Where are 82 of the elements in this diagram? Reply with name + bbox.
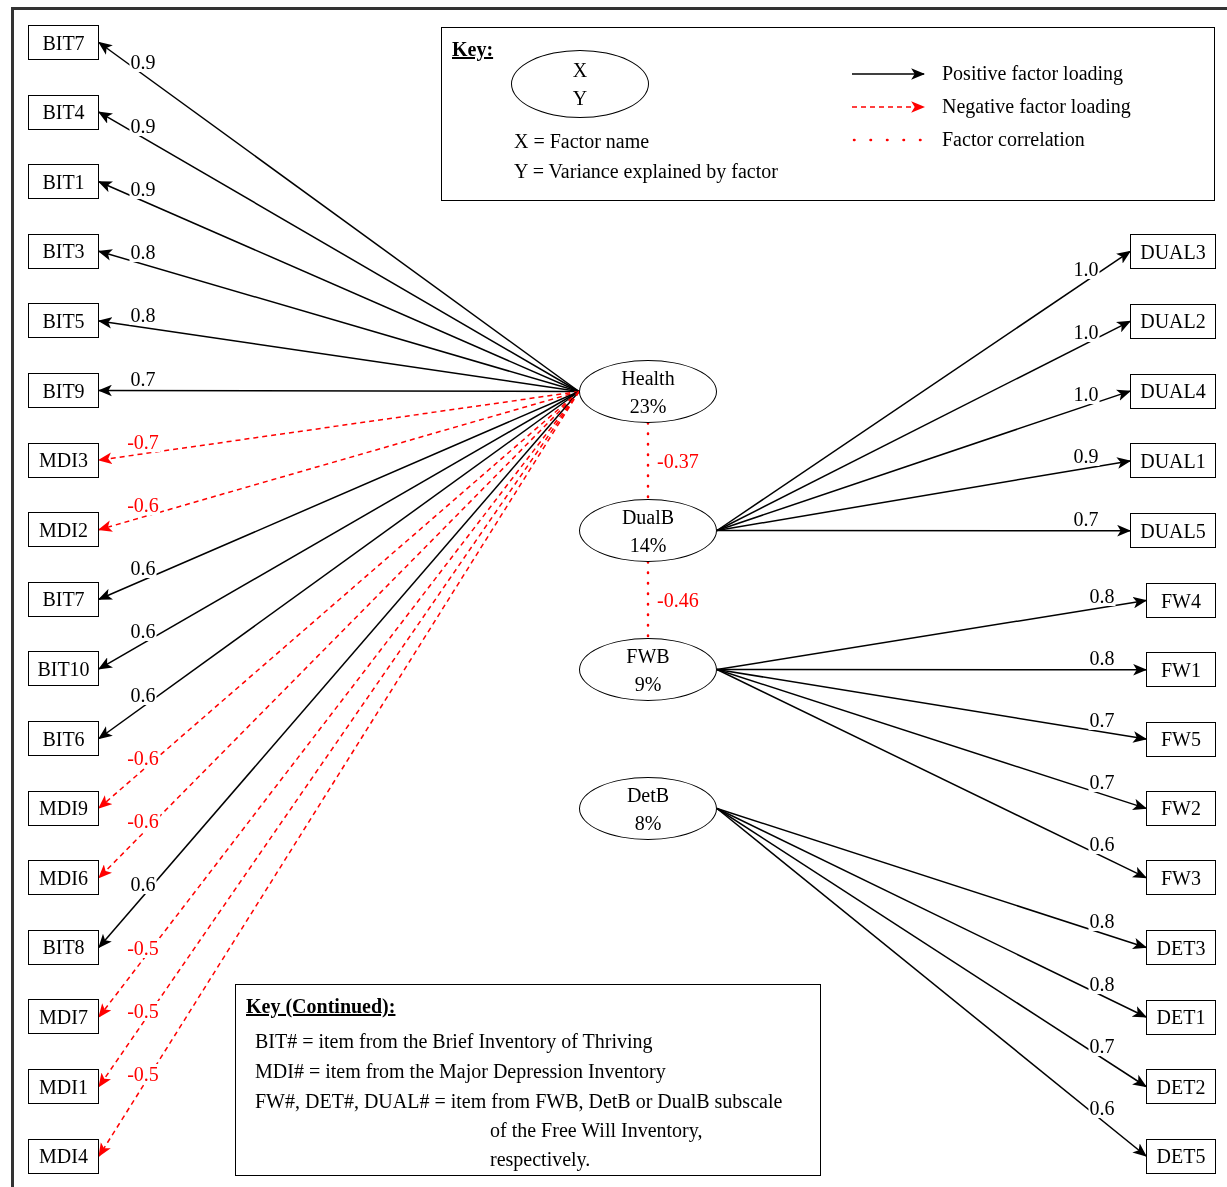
- item-box: DUAL2: [1130, 303, 1216, 339]
- key-text: X = Factor name: [514, 130, 650, 153]
- edge-label: 0.8: [129, 242, 157, 263]
- arrow: [98, 41, 580, 393]
- key-text: Y = Variance explained by factor: [514, 160, 778, 183]
- edge-label: 0.6: [1088, 1098, 1116, 1119]
- edge-label: 0.9: [129, 52, 157, 73]
- item-box: FW1: [1146, 652, 1216, 688]
- edge-label: -0.5: [126, 937, 160, 958]
- edge-label: 0.6: [129, 621, 157, 642]
- edge-label: -0.5: [126, 1000, 160, 1021]
- arrow: [97, 390, 580, 532]
- edge-label: 1.0: [1072, 259, 1100, 280]
- arrow: [716, 668, 1148, 879]
- factor-ellipse: DetB 8%: [579, 777, 717, 840]
- item-box: BIT7: [28, 25, 99, 60]
- item-box: DET5: [1146, 1138, 1216, 1174]
- correlation-line: [646, 560, 650, 640]
- legend-text: Negative factor loading: [942, 95, 1131, 118]
- edge-label: 0.6: [129, 558, 157, 579]
- item-box: FW2: [1146, 790, 1216, 826]
- legend-text: Positive factor loading: [942, 62, 1124, 85]
- factor-ellipse: FWB 9%: [579, 638, 717, 701]
- item-box: MDI1: [28, 1069, 99, 1104]
- edge-label: -0.6: [126, 811, 160, 832]
- item-box: DET3: [1146, 930, 1216, 965]
- item-box: MDI4: [28, 1138, 99, 1174]
- item-box: FW4: [1146, 583, 1216, 618]
- factor-ellipse: Health 23%: [579, 360, 717, 423]
- key-panel: [235, 984, 821, 1176]
- factor-ellipse: X Y: [511, 50, 649, 118]
- item-box: MDI6: [28, 860, 99, 896]
- item-box: DUAL4: [1130, 373, 1216, 409]
- edge-label: 0.7: [1088, 1036, 1116, 1056]
- key-heading: Key:: [452, 38, 494, 61]
- edge-label: 0.6: [1088, 834, 1116, 855]
- item-box: DUAL5: [1130, 513, 1216, 549]
- arrow: [98, 111, 580, 393]
- item-box: DET2: [1146, 1069, 1216, 1104]
- key-text: FW#, DET#, DUAL# = item from FWB, DetB or DualB subscale of the Free Will Inventory, respectively.: [255, 1089, 784, 1173]
- correlation-line: [646, 421, 650, 501]
- arrow: [98, 390, 580, 670]
- edge-label: 0.7: [1088, 772, 1116, 793]
- edge-label: -0.5: [126, 1064, 160, 1084]
- item-box: BIT10: [28, 651, 99, 687]
- item-box: DUAL3: [1130, 234, 1216, 269]
- item-box: DET1: [1146, 999, 1216, 1035]
- key-text: MDI# = item from the Major Depression Inventory: [255, 1060, 666, 1083]
- key-panel: [441, 27, 1215, 201]
- item-box: BIT3: [28, 233, 99, 269]
- edge-label: -0.6: [126, 495, 160, 516]
- edge-label: -0.46: [656, 590, 700, 610]
- key-heading: Key (Continued):: [246, 995, 396, 1018]
- arrow: [716, 524, 1132, 537]
- item-box: BIT5: [28, 303, 99, 339]
- item-box: MDI9: [28, 790, 99, 826]
- item-box: FW5: [1146, 721, 1216, 757]
- item-box: MDI2: [28, 512, 99, 548]
- arrow: [97, 180, 580, 393]
- item-box: BIT1: [28, 164, 99, 200]
- edge-label: 0.8: [1088, 911, 1116, 932]
- edge-label: 0.8: [129, 305, 157, 326]
- factor-ellipse: DualB 14%: [579, 499, 717, 562]
- arrow: [716, 807, 1148, 1018]
- arrow: [716, 320, 1132, 532]
- item-box: MDI3: [28, 442, 99, 478]
- item-box: FW3: [1146, 860, 1216, 896]
- item-box: MDI7: [28, 999, 99, 1035]
- arrow: [716, 807, 1147, 1157]
- legend-text: Factor correlation: [942, 128, 1085, 151]
- edge-label: -0.37: [656, 451, 700, 471]
- edge-label: 0.9: [1072, 446, 1100, 467]
- item-box: DUAL1: [1130, 443, 1216, 479]
- edge-label: 0.6: [129, 874, 157, 895]
- key-text: BIT# = item from the Brief Inventory of Thriving: [255, 1030, 653, 1053]
- arrow: [716, 807, 1147, 1088]
- item-box: BIT7: [28, 581, 99, 617]
- item-box: BIT4: [28, 94, 99, 130]
- arrow: [716, 596, 1148, 671]
- item-box: BIT6: [28, 721, 99, 756]
- item-box: BIT9: [28, 373, 99, 408]
- item-box: BIT8: [28, 929, 99, 965]
